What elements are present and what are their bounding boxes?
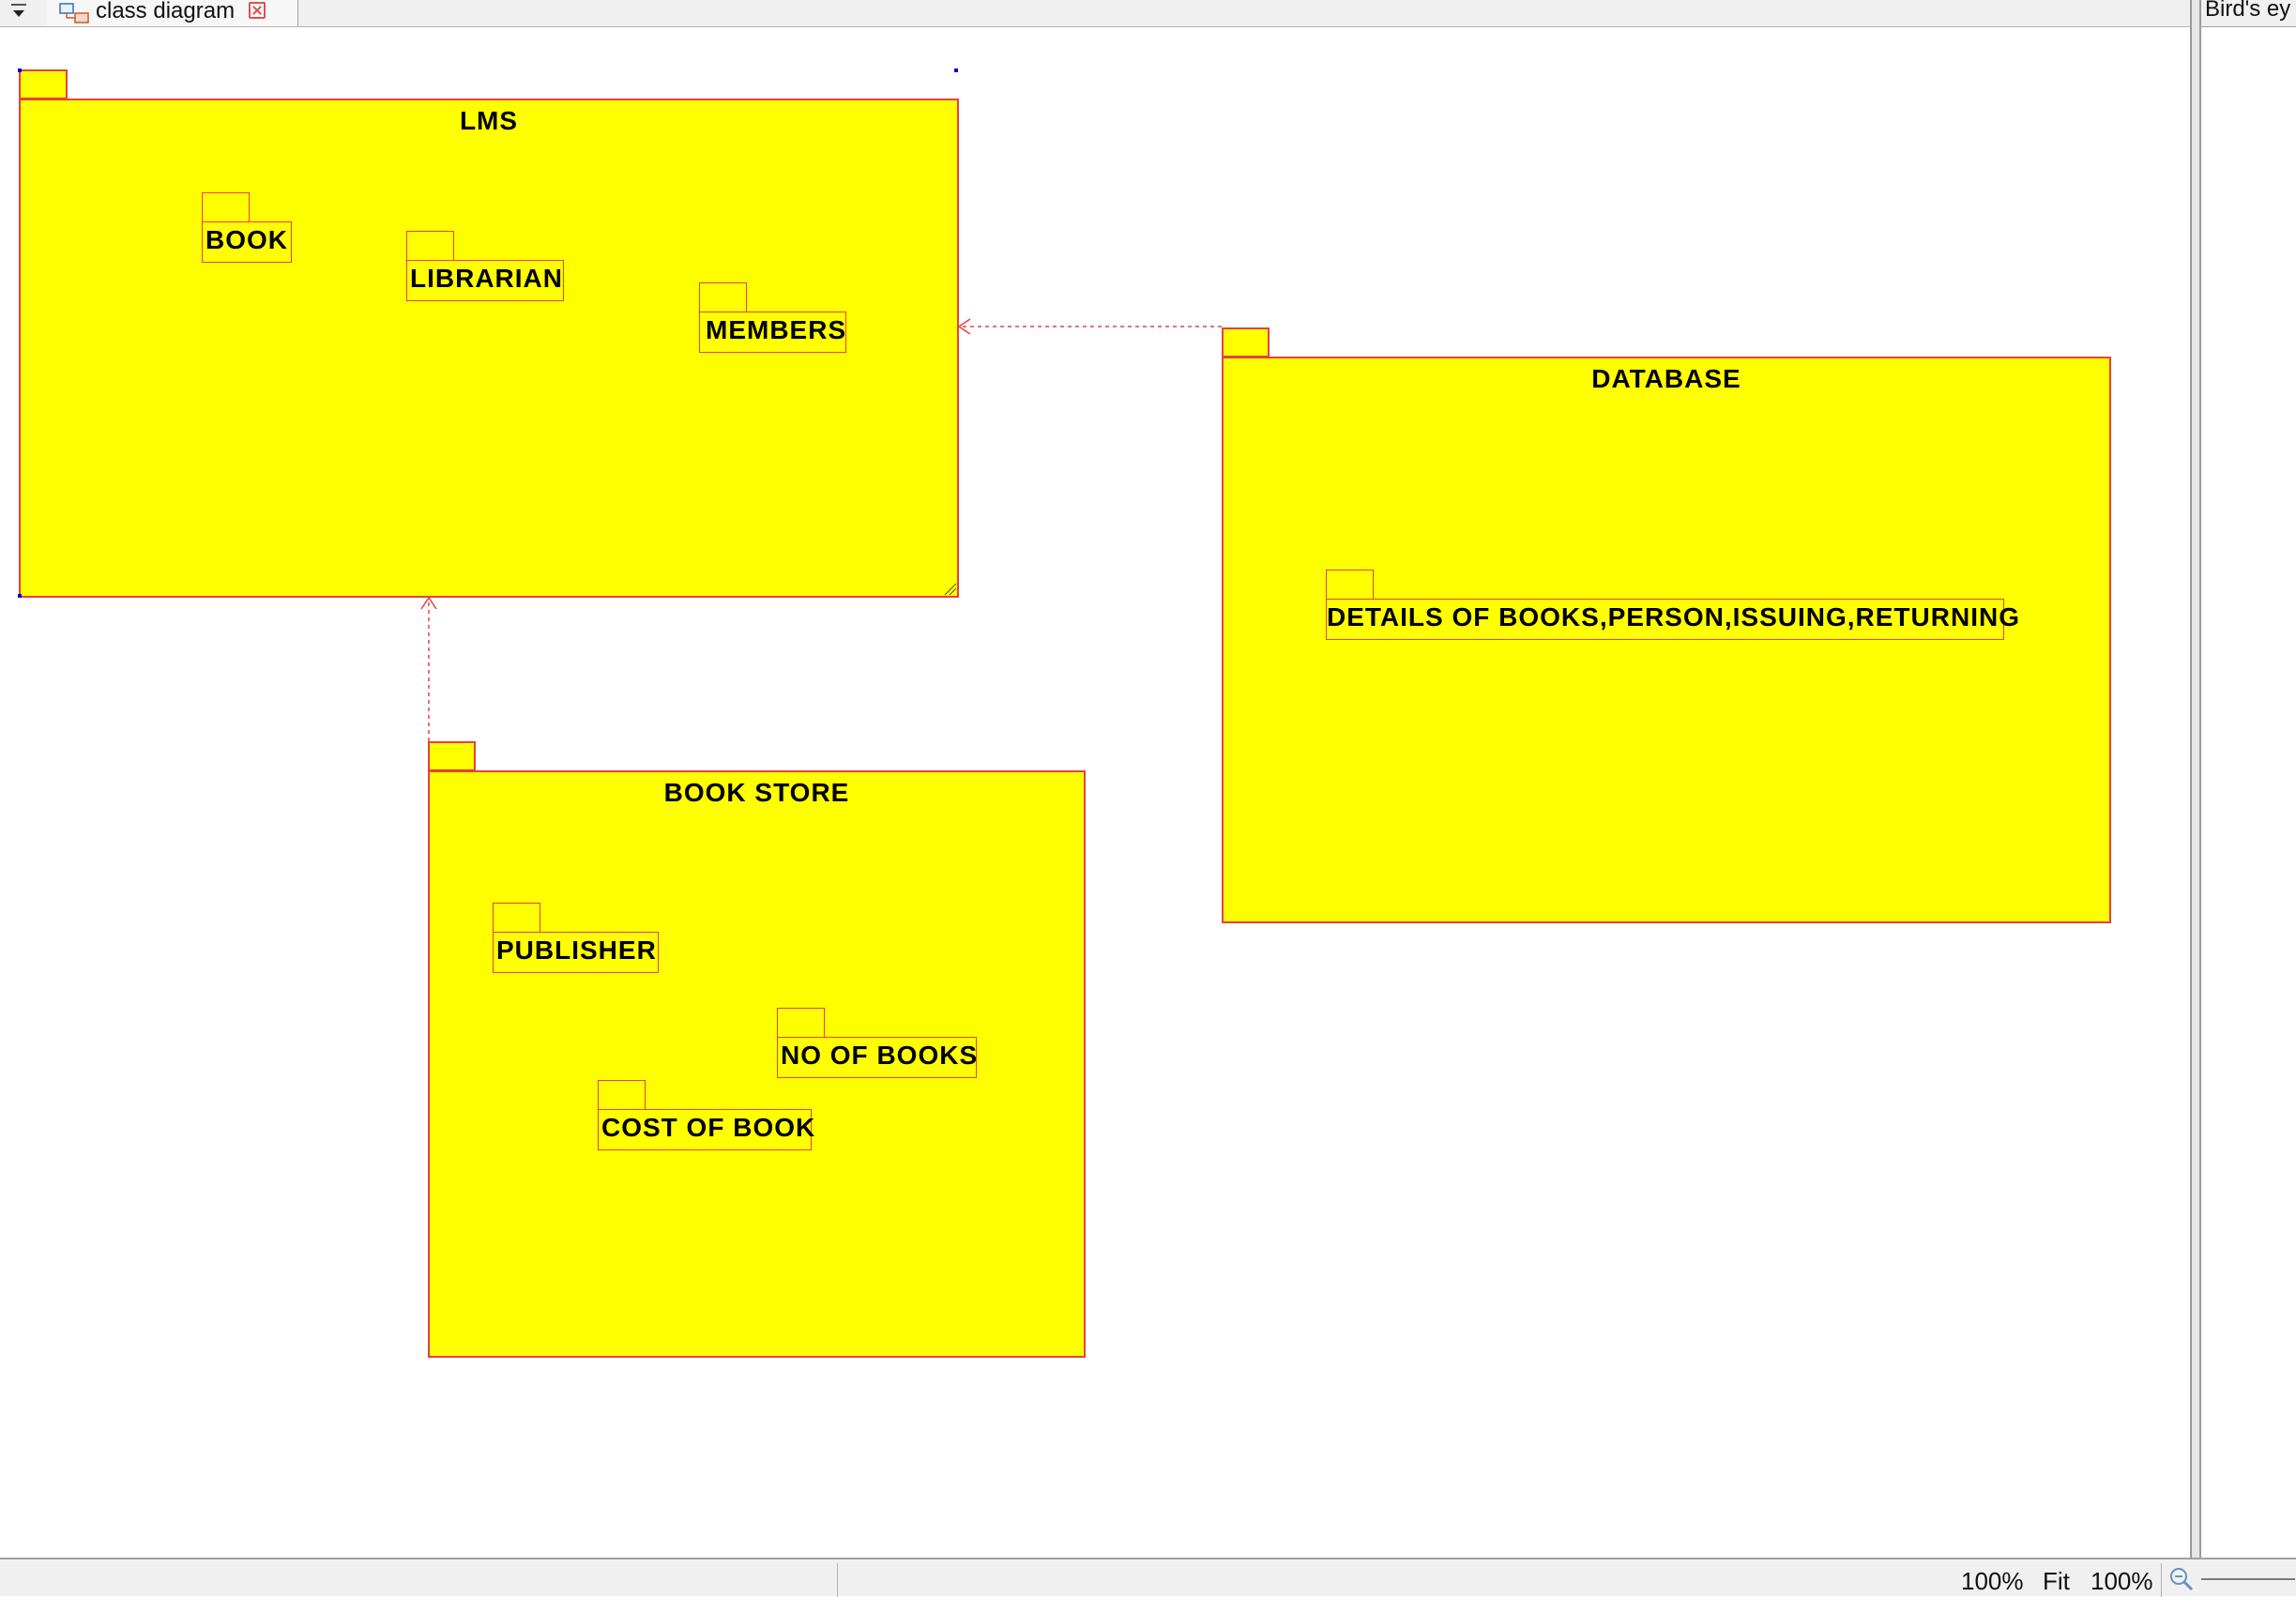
zoom-level: 100% [1961,1567,2024,1595]
diagram-canvas[interactable]: LMS BOOK LIBRARIAN MEMBERS DATABASE D [0,27,2190,1557]
subpackage-label: BOOK [202,221,292,263]
dependency-arrowhead-lms-right [957,318,971,335]
subpackage-label: PUBLISHER [493,932,659,973]
subpackage-label: MEMBERS [699,312,846,353]
editor-tab-strip: class diagram [0,0,2196,27]
tab-title: class diagram [96,0,236,23]
subpackage-tab [777,1008,825,1038]
dependency-connectors [420,318,1222,741]
subpackage-tab [1326,570,1374,600]
fit-button[interactable]: Fit [2043,1567,2070,1595]
panel-title: Bird's ey [2205,0,2291,22]
subpackage-tab [406,231,454,261]
selection-handle[interactable] [954,68,958,72]
package-tab [428,741,476,771]
panel-splitter[interactable] [2190,0,2201,1558]
package-name: BOOK STORE [663,778,850,807]
chevron-down-icon [13,10,24,17]
birds-eye-panel: Bird's ey [2201,0,2296,1558]
subpackage-tab [699,282,747,312]
zoom-out-icon[interactable] [2167,1565,2196,1593]
subpackage-tab [598,1080,646,1110]
tab-list-menu-button[interactable] [4,0,32,26]
subpackage-label: DETAILS OF BOOKS,PERSON,ISSUING,RETURNIN… [1326,599,2019,640]
package-body[interactable]: DATABASE [1222,357,2111,923]
dependency-arrowhead-lms-bottom [420,596,437,610]
zoom-slider[interactable] [2201,1578,2295,1580]
selection-handle[interactable] [18,68,22,72]
tab-class-diagram[interactable]: class diagram [47,0,298,26]
zoom-level-2: 100% [2091,1567,2153,1595]
status-bar: 100% Fit 100% [0,1558,2296,1597]
subpackage-tab [493,903,540,933]
panel-header: Bird's ey [2201,0,2296,27]
subpackage-tab [202,192,250,222]
close-icon[interactable] [249,2,266,19]
status-separator [2161,1563,2162,1597]
subpackage-label: NO OF BOOKS [777,1037,977,1078]
selection-handle[interactable] [18,594,22,598]
class-diagram-icon [59,3,89,23]
package-tab [19,69,68,99]
package-body[interactable]: BOOK STORE [428,770,1086,1358]
package-name: DATABASE [1591,364,1741,393]
subpackage-label: COST OF BOOK [598,1109,814,1150]
resize-grip-icon[interactable] [942,581,957,596]
status-separator [837,1563,838,1597]
subpackage-label: LIBRARIAN [406,260,564,301]
package-name: LMS [459,106,519,135]
package-tab [1222,327,1270,357]
tab-list-bar [11,4,26,6]
